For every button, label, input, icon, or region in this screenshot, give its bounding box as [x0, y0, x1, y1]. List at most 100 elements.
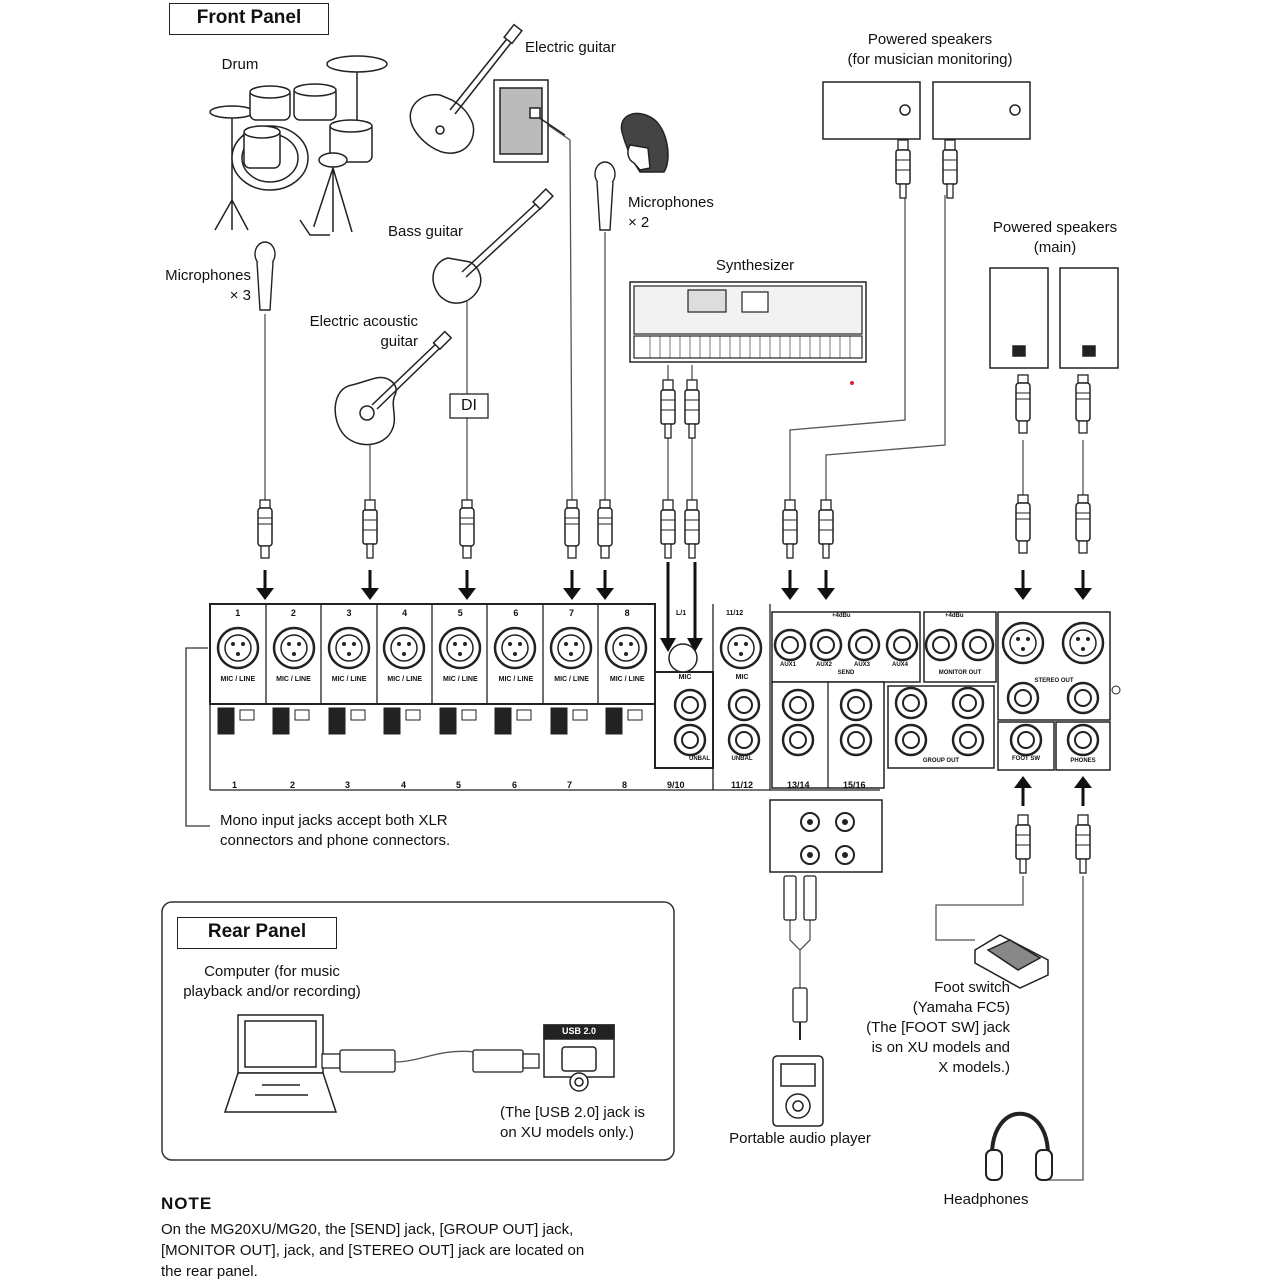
note-heading: NOTE: [161, 1194, 213, 1213]
label-synthesizer: Synthesizer: [715, 257, 795, 274]
mic-line-label: MIC / LINE: [498, 676, 534, 683]
foot-switch-icon: [974, 934, 1049, 989]
label-headphones: Headphones: [943, 1191, 1029, 1208]
label-electric-guitar: Electric guitar: [525, 39, 616, 56]
stereo-9-10-label: L/1: [676, 610, 687, 617]
synthesizer-icon: [629, 281, 867, 363]
acoustic-guitar-icon: [334, 330, 453, 446]
bottom-channel-number: 11/12: [731, 780, 754, 790]
di-box: [449, 393, 489, 419]
xlr-plug-stereo-r: [1075, 494, 1091, 554]
bottom-channel-number: 4: [401, 780, 407, 790]
phone-plug-monitor-l: [895, 139, 911, 199]
mic-line-label: MIC / LINE: [331, 676, 367, 683]
mic-line-label: MIC / LINE: [554, 676, 589, 683]
channel-number: 6: [513, 608, 519, 618]
send-level-label: +4dBu: [832, 613, 851, 619]
portable-player-icon: [772, 1055, 824, 1127]
unbal-label-9-10: UNBAL: [689, 756, 710, 762]
phone-plug-3: [362, 499, 378, 559]
monitor-level-label: +4dBu: [945, 613, 964, 619]
xlr-plug-5: [459, 499, 475, 559]
bass-guitar-icon: [432, 188, 554, 304]
channel-number: 3: [346, 608, 352, 618]
group-out-label: GROUP OUT: [922, 758, 960, 764]
monitor-speaker-icons: [822, 81, 1031, 140]
bottom-channel-number: 9/10: [667, 780, 685, 790]
amplifier-icon: [493, 79, 566, 163]
xlr-plug-7: [564, 499, 580, 559]
arrows-down: [254, 562, 1094, 652]
monitor-out-label: MONITOR OUT: [938, 670, 982, 676]
phone-plug-aux2: [818, 499, 834, 559]
red-dot: [850, 381, 854, 385]
usb-a-plug: [321, 1049, 396, 1073]
rear-panel-box: [161, 901, 675, 1161]
bottom-channel-number: 13/14: [787, 780, 810, 790]
channel-number: 4: [402, 608, 408, 618]
plug-row-monitor: [895, 139, 958, 199]
bottom-channel-number: 15/16: [843, 780, 866, 790]
label-powered-speakers-monitoring: Powered speakers (for musician monitorin…: [847, 31, 1013, 68]
mic-label-11-12: MIC: [735, 674, 749, 681]
usb-b-plug: [472, 1049, 540, 1073]
xlr-plug-1: [257, 499, 273, 559]
send-label: SEND: [837, 670, 855, 676]
mono-note-bracket: [185, 647, 210, 827]
singer-icon: [620, 112, 669, 173]
label-drum: Drum: [221, 56, 259, 73]
phone-plug-9: [660, 499, 676, 559]
channel-number: 1: [235, 608, 241, 618]
label-portable-audio-player: Portable audio player: [729, 1130, 871, 1147]
plug-row: [257, 494, 1091, 559]
headphones-icon: [985, 1111, 1053, 1181]
channel-number: 8: [624, 608, 630, 618]
mixer-panel: [209, 603, 1121, 873]
phone-plug-10: [684, 499, 700, 559]
bottom-channel-number: 7: [567, 780, 573, 790]
channel-number: 2: [290, 608, 296, 618]
foot-switch-cable: [935, 876, 1084, 1181]
microphone-icon-left: [254, 241, 276, 311]
mic-line-label: MIC / LINE: [609, 676, 645, 683]
plug-row-main: [1015, 374, 1091, 434]
label-microphones-2: Microphones × 2: [628, 194, 714, 231]
label-powered-speakers-main: Powered speakers (main): [992, 219, 1118, 256]
phones-label: PHONES: [1070, 758, 1096, 764]
phone-plug-synth-r: [684, 379, 700, 439]
channel-number: 5: [457, 608, 463, 618]
phone-plug-aux1: [782, 499, 798, 559]
aux-label: AUX2: [816, 662, 833, 668]
aux-label: AUX3: [854, 662, 871, 668]
bottom-channel-number: 6: [512, 780, 518, 790]
label-microphones-3: Microphones × 3: [165, 267, 251, 304]
channel-number: 7: [569, 608, 575, 618]
stereo-11-12-label: 11/12: [726, 610, 744, 617]
rca-plugs: [783, 875, 817, 1040]
bottom-channel-number: 8: [622, 780, 628, 790]
rca-cables: [789, 920, 811, 990]
mixer-channel-numbers-top: 1 2 3 4 5 6 7 8: [210, 608, 655, 622]
cables-top: [264, 124, 1084, 501]
foot-sw-label: FOOT SW: [1012, 756, 1040, 762]
phone-plug-synth-l: [660, 379, 676, 439]
label-usb-jack: USB 2.0: [561, 1026, 596, 1036]
usb-jack-icon: [543, 1024, 615, 1092]
front-panel-title: Front Panel: [169, 3, 329, 35]
mic-line-label: MIC / LINE: [276, 676, 311, 683]
aux-label: AUX1: [780, 662, 797, 668]
mixer-channel-numbers-bottom: 1 2 3 4 5 6 7 8 9/10 11/12 13/14 15/16: [210, 780, 886, 794]
label-bass-guitar: Bass guitar: [388, 223, 464, 240]
mic-line-label: MIC / LINE: [387, 676, 422, 683]
xlr-plug-main-l: [1015, 374, 1031, 434]
mixer-mic-line-labels: MIC / LINE MIC / LINE MIC / LINE MIC / L…: [210, 676, 655, 688]
unbal-label-11-12: UNBAL: [731, 756, 753, 762]
main-speaker-icons: [989, 267, 1119, 369]
rear-panel-title: Rear Panel: [177, 917, 337, 949]
bottom-channel-number: 3: [345, 780, 351, 790]
note-body: On the MG20XU/MG20, the [SEND] jack, [GR…: [161, 1221, 585, 1280]
microphone-icon-right: [594, 161, 616, 231]
label-foot-switch: Foot switch (Yamaha FC5) (The [FOOT SW] …: [866, 979, 1010, 1076]
label-di: DI: [461, 397, 477, 414]
